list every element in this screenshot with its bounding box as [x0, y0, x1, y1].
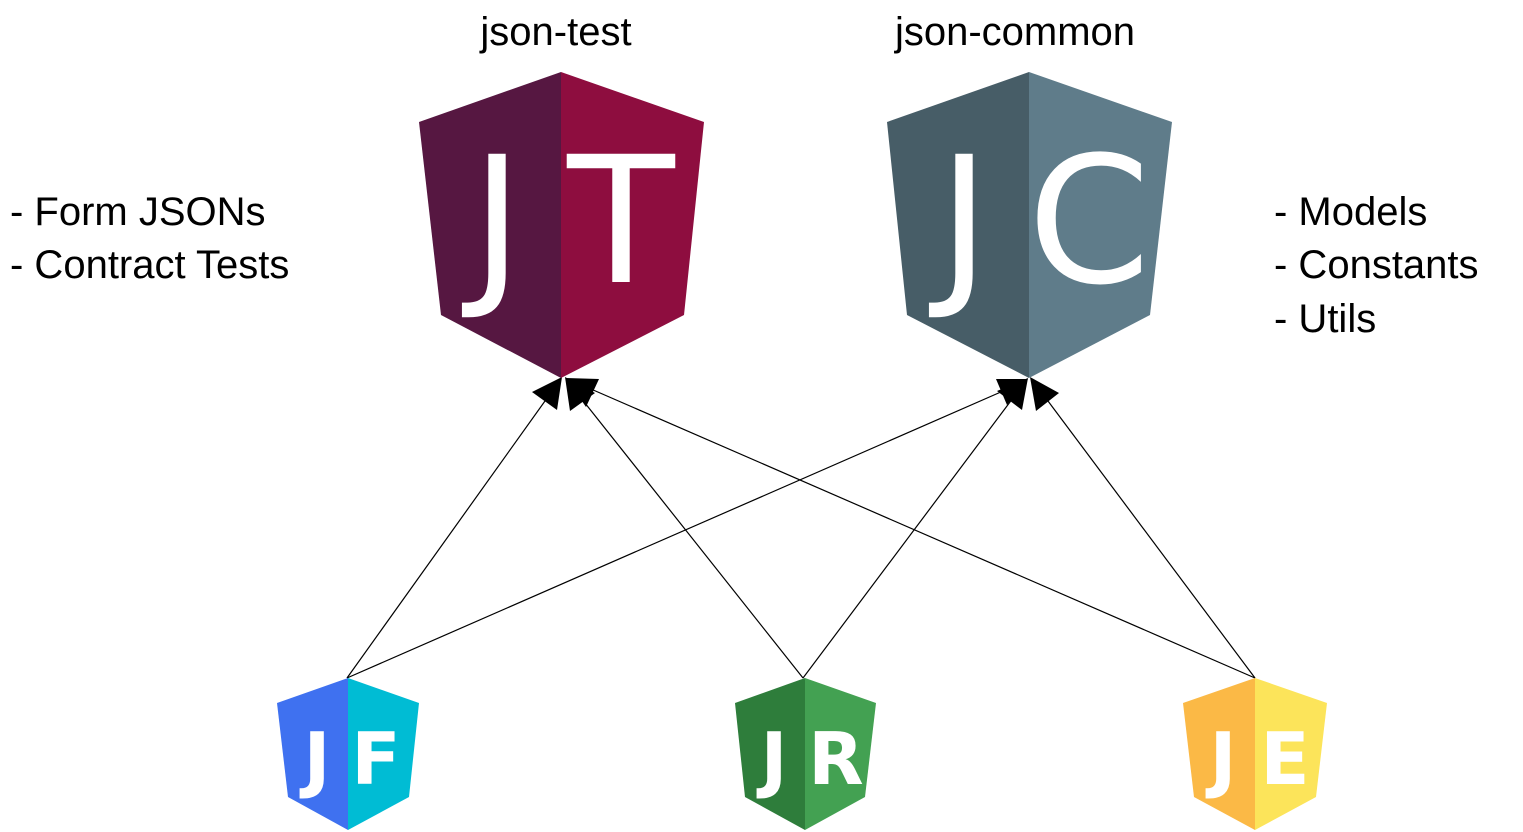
edge-je-to-json-common-arrowhead	[1030, 377, 1059, 411]
jf-shield-right	[348, 678, 419, 830]
json-test-node: json-test J T - Form JSONs - Contract Te…	[10, 10, 704, 378]
json-common-note-1: - Models	[1274, 190, 1427, 234]
edge-jf-to-json-test	[346, 393, 551, 679]
je-letter-j: J	[1205, 717, 1237, 801]
edge-jr-to-json-common	[802, 393, 1017, 679]
json-test-letter-t: T	[566, 119, 676, 324]
json-common-shield-right	[1029, 72, 1172, 378]
json-common-shield-left	[887, 72, 1029, 378]
jf-letter-f: F	[351, 717, 400, 801]
edge-jf-to-json-test-arrowhead	[532, 377, 562, 410]
edges	[346, 377, 1256, 679]
jf-node: J F	[277, 678, 419, 830]
edge-je-to-json-common	[1041, 392, 1256, 679]
edge-je-to-json-test	[583, 385, 1256, 679]
je-shield-icon: J E	[1183, 678, 1327, 830]
json-common-note-3: - Utils	[1274, 297, 1376, 341]
json-common-notes: - Models - Constants - Utils	[1274, 190, 1479, 341]
jr-shield-left	[735, 678, 805, 830]
json-test-note-1: - Form JSONs	[10, 190, 266, 234]
je-node: J E	[1183, 678, 1327, 830]
jr-node: J R	[735, 678, 876, 830]
json-test-notes: - Form JSONs - Contract Tests	[10, 190, 289, 287]
json-test-shield-right	[561, 72, 704, 378]
json-common-shield-icon: J C	[887, 72, 1172, 378]
edge-jr-to-json-common-arrowhead	[997, 378, 1028, 410]
json-test-note-2: - Contract Tests	[10, 243, 289, 287]
jf-shield-icon: J F	[277, 678, 419, 830]
json-common-letter-j: J	[928, 119, 990, 324]
jr-shield-right	[805, 678, 876, 830]
jf-letter-j: J	[299, 717, 331, 801]
json-test-shield-left	[419, 72, 561, 378]
json-common-letter-c: C	[1028, 119, 1151, 324]
jr-shield-icon: J R	[735, 678, 876, 830]
json-test-letter-j: J	[461, 119, 523, 324]
je-shield-right	[1255, 678, 1327, 830]
json-common-title: json-common	[894, 10, 1135, 54]
json-common-note-2: - Constants	[1274, 243, 1479, 287]
json-test-title: json-test	[479, 10, 631, 54]
edge-jf-to-json-common	[346, 387, 1011, 679]
jr-letter-j: J	[756, 717, 788, 801]
jr-letter-r: R	[808, 717, 863, 801]
json-test-shield-icon: J T	[419, 72, 704, 378]
je-shield-left	[1183, 678, 1255, 830]
json-common-node: json-common J C - Models - Constants - U…	[887, 10, 1479, 378]
edge-je-to-json-test-arrowhead	[566, 378, 599, 407]
jf-shield-left	[277, 678, 348, 830]
edge-jr-to-json-test	[576, 392, 804, 679]
je-letter-e: E	[1260, 717, 1309, 801]
